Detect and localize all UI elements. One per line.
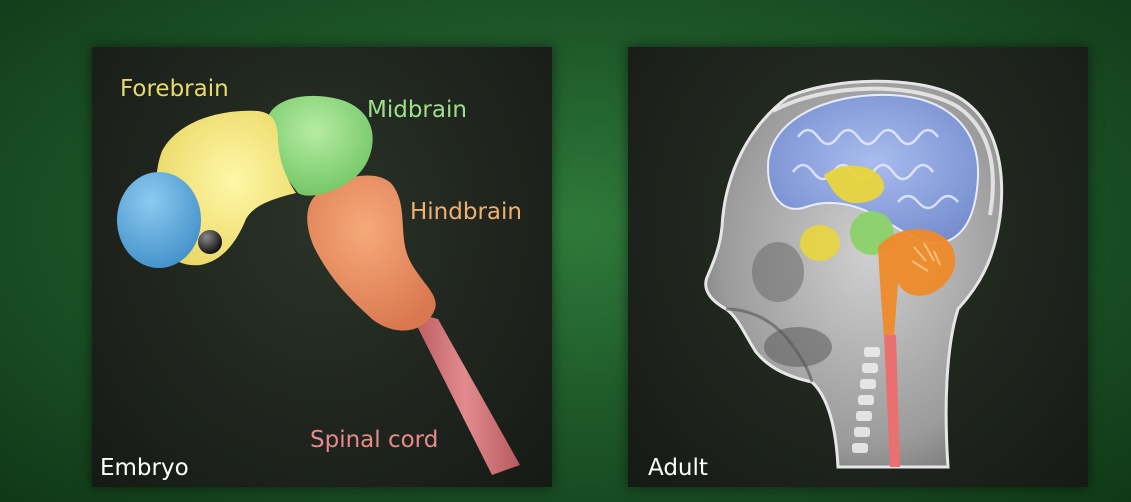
optic-dot [198, 230, 222, 254]
nasal-cavity [752, 242, 804, 302]
adult-panel: Adult [628, 47, 1088, 487]
oral-cavity [764, 327, 832, 367]
eye-lobe-shape [117, 172, 201, 268]
midbrain-label: Midbrain [367, 97, 467, 123]
adult-title: Adult [648, 455, 708, 481]
embryo-title: Embryo [100, 455, 189, 481]
forebrain-label: Forebrain [120, 76, 229, 102]
hindbrain-label: Hindbrain [410, 199, 522, 225]
embryo-brain-diagram [92, 47, 552, 487]
spinal-cord-label: Spinal cord [310, 427, 438, 453]
adult-head-mri [628, 47, 1088, 487]
adult-forebrain-frontal [800, 225, 840, 261]
embryo-panel: Forebrain Midbrain Hindbrain Spinal cord… [92, 47, 552, 487]
